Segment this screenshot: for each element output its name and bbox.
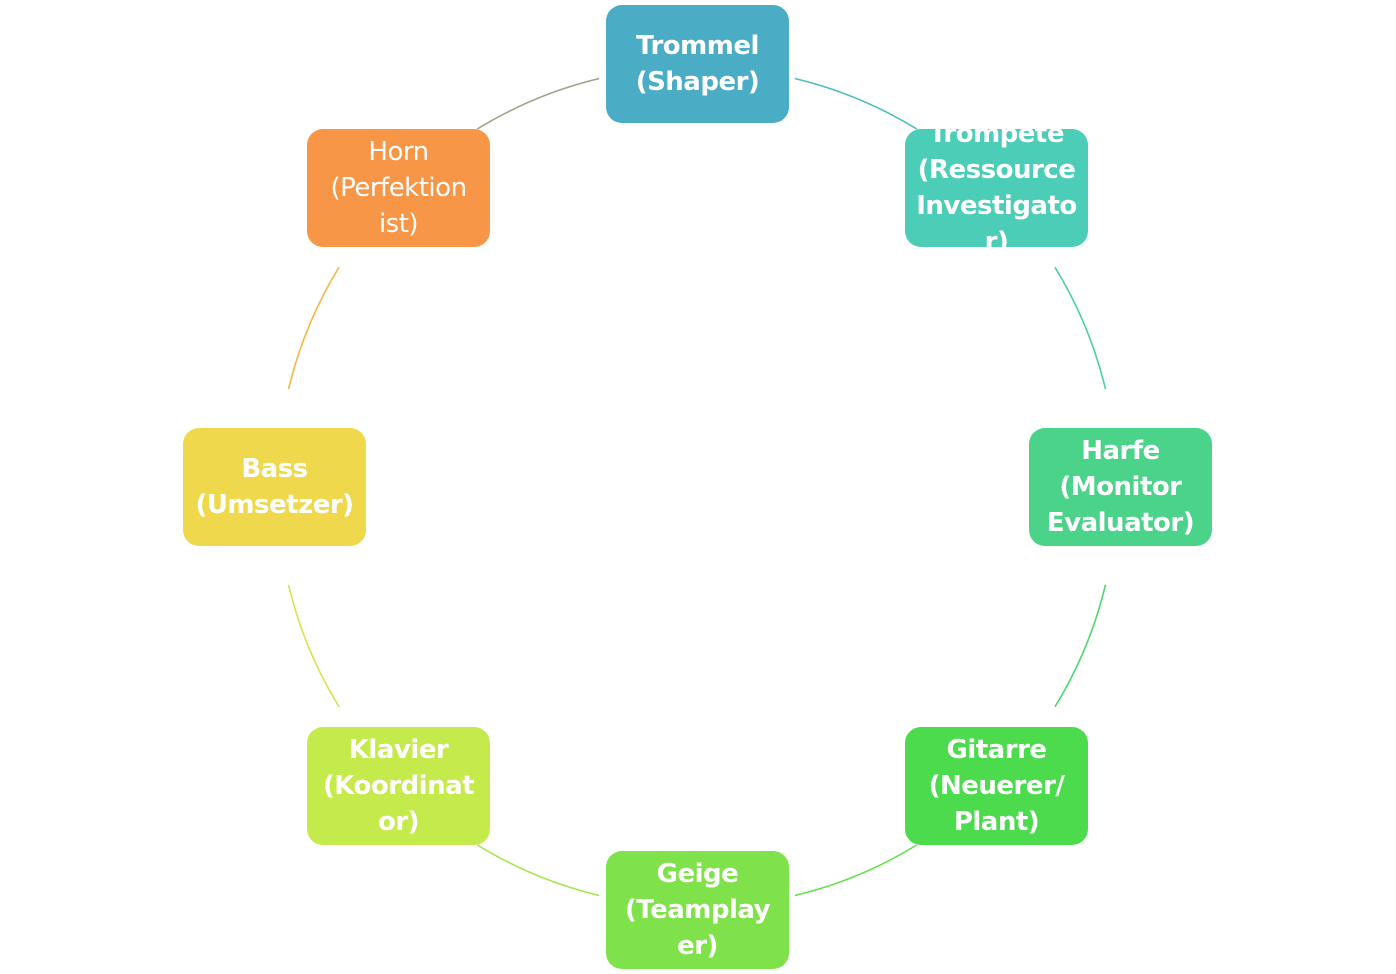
connector-arc [287,584,340,708]
node-bass: Bass (Umsetzer) [183,428,366,546]
connector-arc [1054,266,1107,390]
node-horn: Horn (Perfektion ist) [307,129,490,247]
connector-arc [794,844,918,897]
node-label: Klavier (Koordinat or) [322,735,475,837]
connector-arc [287,266,340,390]
node-label: Trommel (Shaper) [635,31,760,97]
node-label: Bass (Umsetzer) [195,454,354,520]
connector-arc [1054,584,1107,708]
node-klavier: Klavier (Koordinat or) [307,727,490,845]
node-label: Gitarre (Neuerer/ Plant) [928,735,1065,837]
node-label: Geige (Teamplay er) [624,859,771,961]
node-gitarre: Gitarre (Neuerer/ Plant) [905,727,1088,845]
node-label: Horn (Perfektion ist) [330,137,467,239]
connector-arc [476,77,600,130]
connector-arc [794,77,918,130]
node-harfe: Harfe (Monitor Evaluator) [1029,428,1212,546]
node-trommel: Trommel (Shaper) [606,5,789,123]
node-label: Trompete (Ressource Investigato r) [916,129,1077,247]
node-geige: Geige (Teamplay er) [606,851,789,969]
node-trompete: Trompete (Ressource Investigato r) [905,129,1088,247]
node-label: Harfe (Monitor Evaluator) [1046,436,1195,538]
connector-arc [476,844,600,897]
